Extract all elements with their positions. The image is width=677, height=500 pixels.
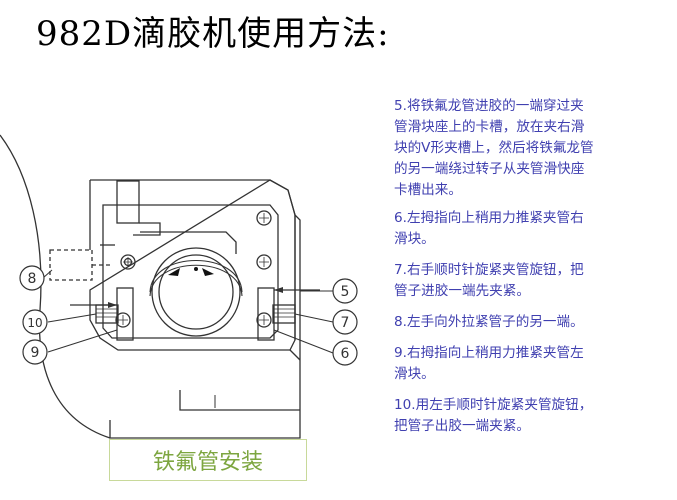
step-line: 块的V形夹槽上，然后将铁氟龙管	[394, 140, 594, 156]
callout-7: 7	[341, 315, 350, 331]
step-6: 6.左拇指向上稍用力推紧夹管右 滑块。	[394, 208, 676, 250]
callout-9: 9	[31, 345, 40, 361]
step-line: 8.左手向外拉紧管子的另一端。	[394, 314, 584, 330]
left-clamp	[116, 287, 134, 341]
step-line: 10.用左手顺时针旋紧夹管旋钮，	[394, 397, 593, 413]
step-10: 10.用左手顺时针旋紧夹管旋钮， 把管子出胶一端夹紧。	[394, 395, 676, 437]
step-line: 的另一端绕过转子从夹管滑快座	[394, 161, 585, 177]
caption-box: 铁氟管安装	[109, 439, 307, 481]
tube	[149, 259, 243, 293]
step-line: 5.将铁氟龙管进胶的一端穿过夹	[394, 98, 584, 114]
step-line: 滑块。	[394, 366, 435, 382]
pump-diagram: 8 10 9 5 7 6	[0, 134, 358, 439]
step-line: 把管子出胶一端夹紧。	[394, 418, 530, 434]
base-block	[109, 420, 301, 439]
callout-10: 10	[27, 316, 42, 330]
steps-list: 5.将铁氟龙管进胶的一端穿过夹 管滑块座上的卡槽，放在夹右滑 块的V形夹槽上，然…	[394, 96, 676, 447]
page-title: 982D滴胶机使用方法:	[36, 14, 390, 54]
step-7: 7.右手顺时针旋紧夹管旋钮，把 管子进胶一端先夹紧。	[394, 260, 676, 302]
callout-5: 5	[341, 284, 350, 300]
step-5: 5.将铁氟龙管进胶的一端穿过夹 管滑块座上的卡槽，放在夹右滑 块的V形夹槽上，然…	[394, 96, 676, 201]
step-line: 卡槽出来。	[394, 182, 462, 198]
step-line: 7.右手顺时针旋紧夹管旋钮，把	[394, 262, 584, 278]
dashed-knob-outline	[49, 249, 93, 281]
slider-top	[116, 180, 140, 224]
rotor	[151, 247, 241, 337]
housing-outline	[0, 134, 111, 439]
right-clamp	[257, 287, 275, 341]
step-9: 9.右拇指向上稍用力推紧夹管左 滑块。	[394, 343, 676, 385]
callout-6: 6	[341, 346, 350, 362]
step-line: 6.左拇指向上稍用力推紧夹管右	[394, 210, 584, 226]
caption-text: 铁氟管安装	[152, 450, 263, 475]
step-line: 9.右拇指向上稍用力推紧夹管左	[394, 345, 584, 361]
step-8: 8.左手向外拉紧管子的另一端。	[394, 312, 676, 333]
callout-8: 8	[28, 271, 37, 287]
step-line: 管滑块座上的卡槽，放在夹右滑	[394, 119, 585, 135]
step-line: 管子进胶一端先夹紧。	[394, 283, 530, 299]
step-line: 滑块。	[394, 231, 435, 247]
